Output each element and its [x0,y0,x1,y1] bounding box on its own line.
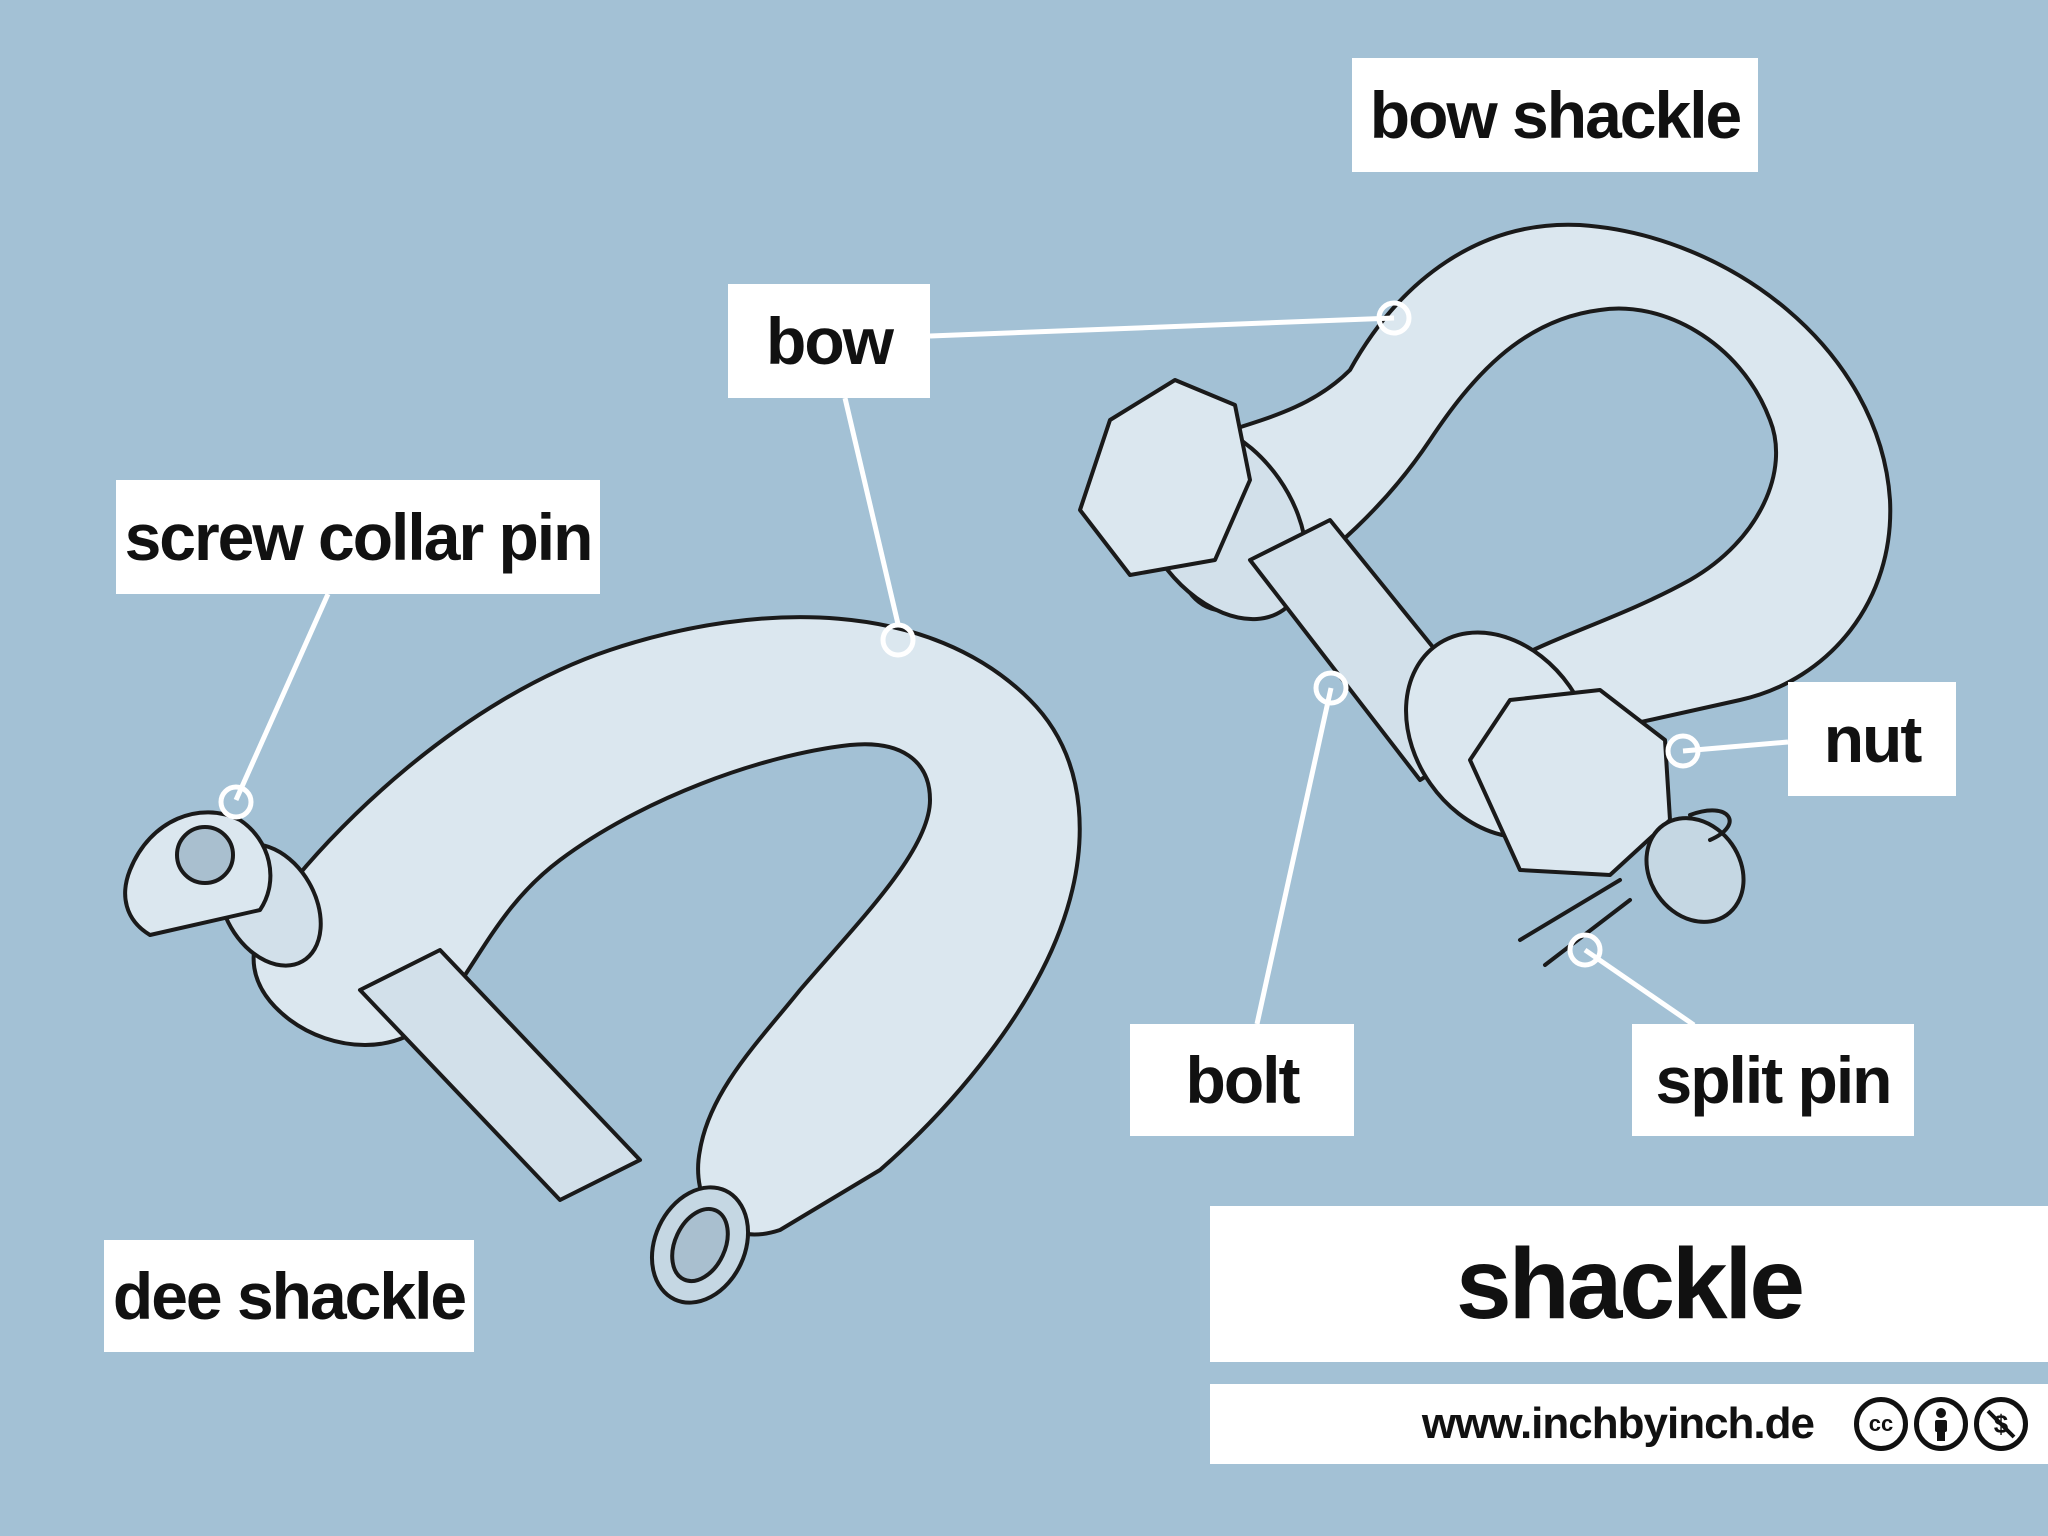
noncommercial-icon: $ [1974,1397,2028,1451]
title-box: shackle [1210,1206,2048,1362]
dee-shackle-pin [358,948,642,1202]
marker-bow-right [1376,300,1412,336]
label-bow-shackle: bow shackle [1352,58,1758,172]
page-title: shackle [1456,1227,1805,1340]
label-split-pin: split pin [1632,1024,1914,1136]
bow-shackle-nut [1468,688,1672,877]
leader-bow-right [929,315,1395,339]
leader-split-pin [1583,947,1696,1028]
label-bolt: bolt [1130,1024,1354,1136]
leader-markers [218,300,1701,968]
marker-bow-left [880,622,916,658]
marker-screw-collar-pin [218,784,254,820]
dee-shackle-drawing [123,615,1082,1305]
marker-bolt [1313,670,1349,706]
bow-shackle-drawing [1078,222,1893,967]
leader-screw-collar-pin [233,592,331,802]
split-pin-drawing [1518,808,1732,967]
leader-nut [1682,739,1789,754]
license-icons: cc $ [1854,1397,2028,1451]
marker-nut [1665,733,1701,769]
attribution-icon [1914,1397,1968,1451]
dee-shackle-bow [251,615,1082,1237]
cc-icon: cc [1854,1397,1908,1451]
footer-box: www.inchbyinch.de cc $ [1210,1384,2048,1464]
label-nut: nut [1788,682,1956,796]
label-dee-shackle: dee shackle [104,1240,474,1352]
leader-lines [233,315,1789,1028]
footer-url: www.inchbyinch.de [1421,1399,1815,1448]
bow-shackle-bolt-head [1078,378,1252,577]
leader-bow-left [842,397,901,625]
leader-bolt [1254,687,1334,1025]
bow-shackle-bolt-end [1644,816,1746,924]
label-screw-collar-pin: screw collar pin [116,480,600,594]
marker-split-pin [1567,932,1603,968]
label-bow: bow [728,284,930,398]
